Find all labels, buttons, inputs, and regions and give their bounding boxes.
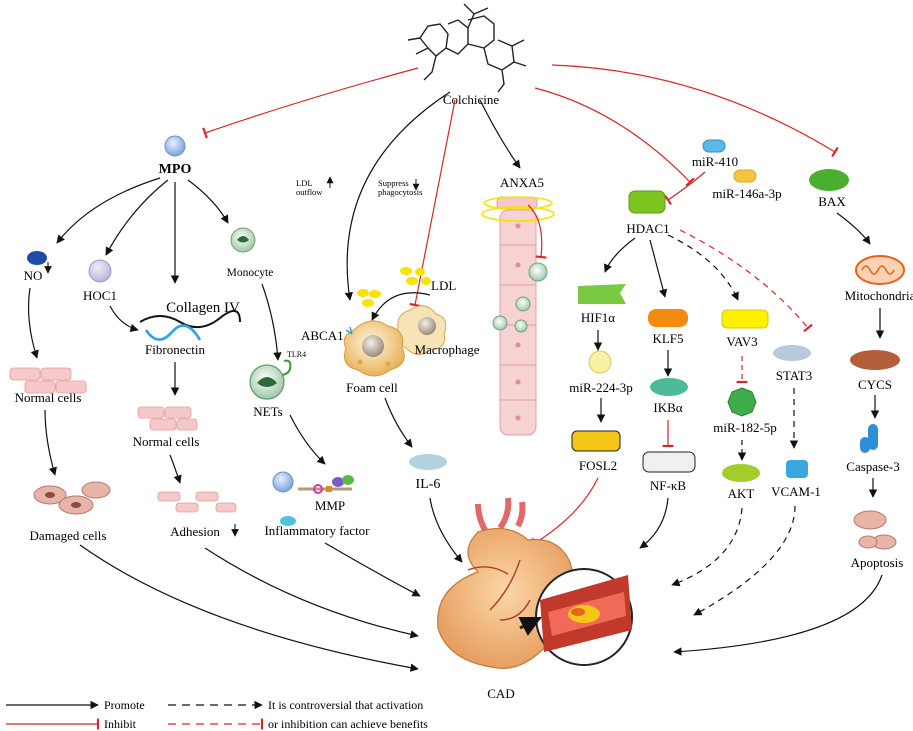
no-label: NO [24, 268, 43, 283]
mir224-icon [588, 350, 612, 374]
vav3-icon [721, 309, 769, 329]
normal-cells-1-label: Normal cells [15, 390, 82, 405]
anxa5-vessel-icon [481, 196, 555, 436]
legend-controversial-label-1: It is controversial that activation [268, 698, 423, 712]
mir146-icon [733, 169, 757, 183]
mir182-icon [727, 387, 757, 417]
legend-inhibit-label: Inhibit [104, 717, 137, 731]
fibronectin-label: Fibronectin [145, 342, 205, 357]
tlr4-label: TLR4 [287, 350, 306, 359]
abca1-receptor-icon [345, 326, 353, 335]
vcam1-label: VCAM-1 [771, 484, 821, 499]
colchicine-label: Colchicine [443, 92, 500, 107]
klf5-label: KLF5 [652, 331, 683, 346]
ikba-icon [650, 378, 688, 396]
hdac1-edges [603, 229, 813, 333]
mir146-label: miR-146a-3p [712, 186, 781, 201]
ldl-label: LDL [431, 278, 456, 293]
mpo-edges [56, 177, 229, 284]
fosl2-icon [571, 430, 621, 452]
normal-cells-1-icon [9, 367, 87, 394]
cad-input-edges [79, 542, 421, 672]
ikba-label: IKBα [653, 400, 682, 415]
adhesion-cells-icon [157, 491, 237, 513]
vav3-label: VAV3 [726, 334, 757, 349]
mmp-enzyme-icon [272, 471, 294, 493]
il6-label: IL-6 [416, 477, 441, 492]
klf5-icon [648, 309, 688, 327]
mmp-label: MMP [315, 498, 345, 513]
fibronectin-fiber-icon [144, 324, 202, 341]
legend-promote-label: Promote [104, 698, 145, 712]
mir182-label: miR-182-5p [713, 420, 777, 435]
legend: Promote Inhibit It is controversial that… [6, 698, 428, 731]
cycs-icon [850, 350, 900, 370]
monocyte-label: Monocyte [227, 267, 274, 279]
vcam1-icon [786, 460, 808, 478]
collagen-label: Collagen IV [166, 300, 240, 316]
mitochondria-label: Mitochondria [845, 288, 913, 303]
nfkb-icon [642, 451, 696, 473]
no-icon [27, 251, 47, 265]
mitochondria-icon [855, 255, 905, 285]
nets-label: NETs [253, 404, 282, 419]
normal-cells-2-label: Normal cells [133, 434, 200, 449]
hif1a-icon [578, 284, 626, 304]
hdac1-label: HDAC1 [626, 221, 669, 236]
stat3-icon [773, 345, 811, 361]
cycs-label: CYCS [858, 377, 892, 392]
normal-cells-2-icon [137, 406, 198, 431]
akt-icon [722, 464, 760, 482]
mir224-label: miR-224-3p [569, 380, 633, 395]
abca1-label: ABCA1 [301, 328, 344, 343]
hdac1-icon [628, 190, 666, 214]
macrophage-icon [395, 305, 447, 355]
apoptosis-cells-icon [853, 510, 897, 550]
bax-label: BAX [818, 194, 846, 209]
caspase3-label: Caspase-3 [846, 459, 899, 474]
colchicine-molecule-icon [407, 3, 527, 93]
foam-cell-label: Foam cell [346, 380, 398, 395]
collagen-fiber-icon [139, 310, 241, 329]
fosl2-label: FOSL2 [579, 458, 617, 473]
cad-label: CAD [487, 686, 514, 701]
anxa5-cells-icon [492, 262, 548, 333]
inflammatory-factor-icon [280, 516, 296, 526]
damaged-cells-icon [33, 481, 111, 515]
apoptosis-label: Apoptosis [851, 555, 904, 570]
bax-icon [809, 169, 849, 191]
inflammatory-factor-label: Inflammatory factor [264, 523, 370, 538]
artery-plaque-icon [518, 568, 633, 666]
nets-icon [249, 364, 285, 400]
foam-cell-icon [343, 320, 405, 377]
mmp-strand-icon [298, 475, 354, 494]
anxa5-label: ANXA5 [500, 175, 544, 190]
legend-controversial-label-2: or inhibition can achieve benefits [268, 717, 428, 731]
colchicine-edges [202, 64, 839, 308]
hoc1-icon [88, 259, 112, 283]
monocyte-icon [230, 227, 256, 253]
caspase3-icon [860, 424, 878, 453]
adhesion-label: Adhesion [170, 524, 220, 539]
stat3-label: STAT3 [776, 368, 813, 383]
mpo-icon [164, 135, 186, 157]
macrophage-label: Macrophage [415, 342, 480, 357]
mir410-icon [702, 139, 726, 153]
mpo-label: MPO [159, 162, 192, 177]
hif1a-label: HIF1α [581, 310, 615, 325]
akt-label: AKT [728, 486, 755, 501]
tlr4-receptor-icon [279, 359, 292, 376]
mir410-label: miR-410 [692, 154, 738, 169]
il6-icon [409, 454, 447, 470]
ldl-particles-icon [357, 267, 431, 307]
hoc1-label: HOC1 [83, 288, 117, 303]
nfkb-label: NF-κB [650, 478, 686, 493]
damaged-cells-label: Damaged cells [30, 528, 107, 543]
